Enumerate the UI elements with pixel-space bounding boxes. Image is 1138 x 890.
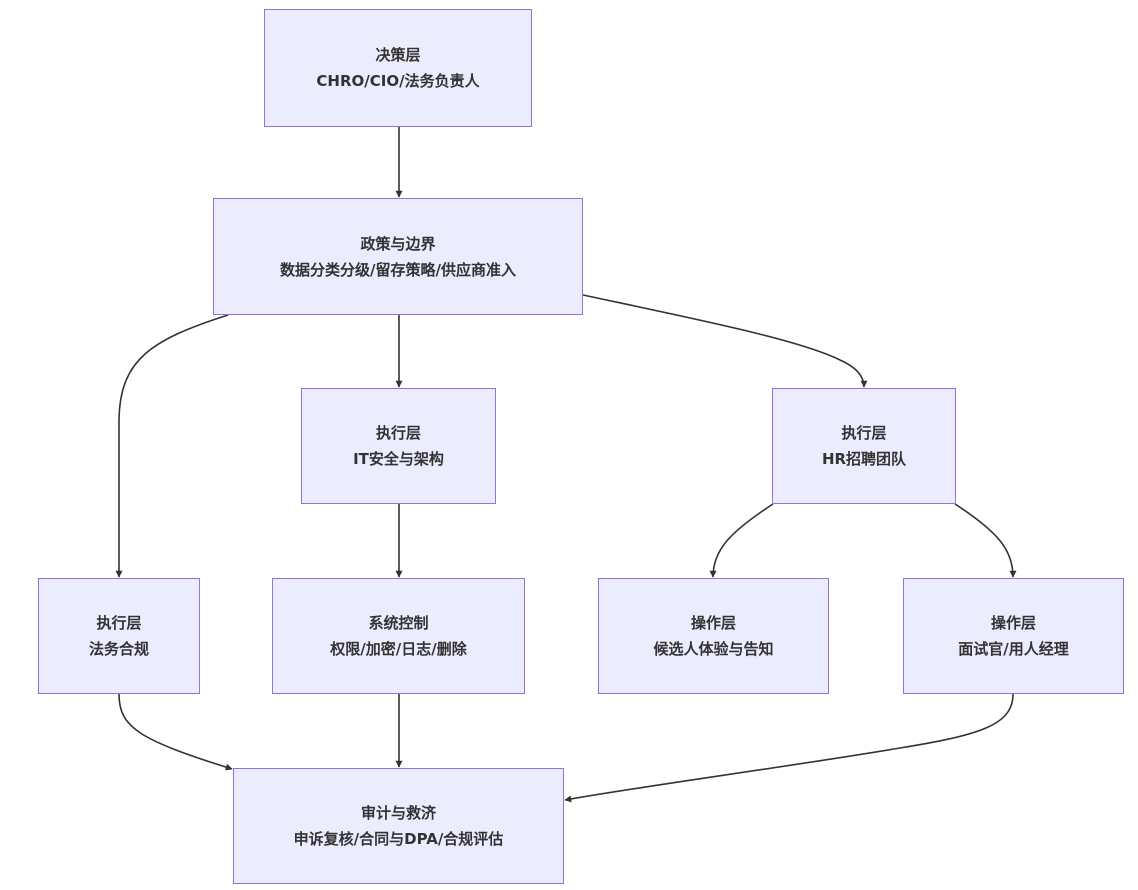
node-title: 决策层 bbox=[375, 46, 421, 64]
node-subtitle: 数据分类分级/留存策略/供应商准入 bbox=[280, 260, 516, 279]
edge-legal-to-audit bbox=[118, 693, 233, 771]
node-subtitle: 候选人体验与告知 bbox=[653, 640, 774, 658]
edge-hr-to-candidate bbox=[709, 503, 774, 578]
node-title: 审计与救济 bbox=[360, 804, 436, 822]
node-title: 系统控制 bbox=[368, 614, 429, 632]
node-policy-boundary: 政策与边界 数据分类分级/留存策略/供应商准入 bbox=[213, 198, 583, 315]
node-subtitle: CHRO/CIO/法务负责人 bbox=[316, 72, 480, 90]
node-title: 执行层 bbox=[375, 424, 421, 442]
node-title: 执行层 bbox=[96, 614, 142, 632]
node-decision-layer: 决策层 CHRO/CIO/法务负责人 bbox=[264, 9, 532, 127]
node-audit-remedy: 审计与救济 申诉复核/合同与DPA/合规评估 bbox=[233, 768, 564, 884]
node-subtitle: HR招聘团队 bbox=[821, 450, 907, 468]
edge-policy-to-legal bbox=[115, 314, 229, 578]
node-subtitle: 申诉复核/合同与DPA/合规评估 bbox=[293, 830, 504, 848]
edge-interviewer-to-audit bbox=[564, 693, 1014, 803]
edge-hr-to-interviewer bbox=[954, 503, 1017, 578]
node-subtitle: IT安全与架构 bbox=[353, 450, 444, 468]
node-subtitle: 面试官/用人经理 bbox=[958, 640, 1069, 658]
node-title: 执行层 bbox=[841, 424, 887, 442]
node-title: 政策与边界 bbox=[360, 234, 436, 253]
node-interviewer-manager: 操作层 面试官/用人经理 bbox=[903, 578, 1124, 694]
node-candidate-experience: 操作层 候选人体验与告知 bbox=[598, 578, 829, 694]
node-title: 操作层 bbox=[990, 614, 1036, 632]
edge-policy-to-hr bbox=[582, 294, 868, 388]
node-hr-recruiting: 执行层 HR招聘团队 bbox=[772, 388, 956, 504]
node-it-security: 执行层 IT安全与架构 bbox=[301, 388, 496, 504]
node-subtitle: 法务合规 bbox=[88, 640, 149, 658]
node-legal-compliance: 执行层 法务合规 bbox=[38, 578, 200, 694]
node-subtitle: 权限/加密/日志/删除 bbox=[330, 640, 467, 658]
node-system-control: 系统控制 权限/加密/日志/删除 bbox=[272, 578, 525, 694]
node-title: 操作层 bbox=[690, 614, 736, 632]
